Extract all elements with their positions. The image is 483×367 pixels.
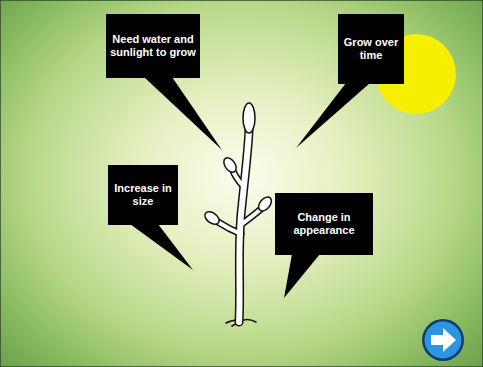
callout-tail: [284, 254, 320, 298]
callout-text: Change in appearance: [279, 211, 369, 237]
speech-bubble: Change in appearance: [275, 193, 373, 255]
callout-tail: [296, 83, 370, 148]
callout-text: Grow over time: [342, 36, 400, 62]
callout-tail: [130, 224, 193, 270]
speech-bubble: Increase in size: [108, 165, 178, 225]
next-button: [422, 319, 464, 361]
speech-bubble: Grow over time: [338, 14, 404, 84]
callout-text: Need water and sunlight to grow: [110, 33, 196, 59]
callout-tail: [144, 77, 222, 150]
plant: [203, 103, 274, 326]
callout-text: Increase in size: [112, 182, 174, 208]
speech-bubble: Need water and sunlight to grow: [106, 14, 200, 78]
